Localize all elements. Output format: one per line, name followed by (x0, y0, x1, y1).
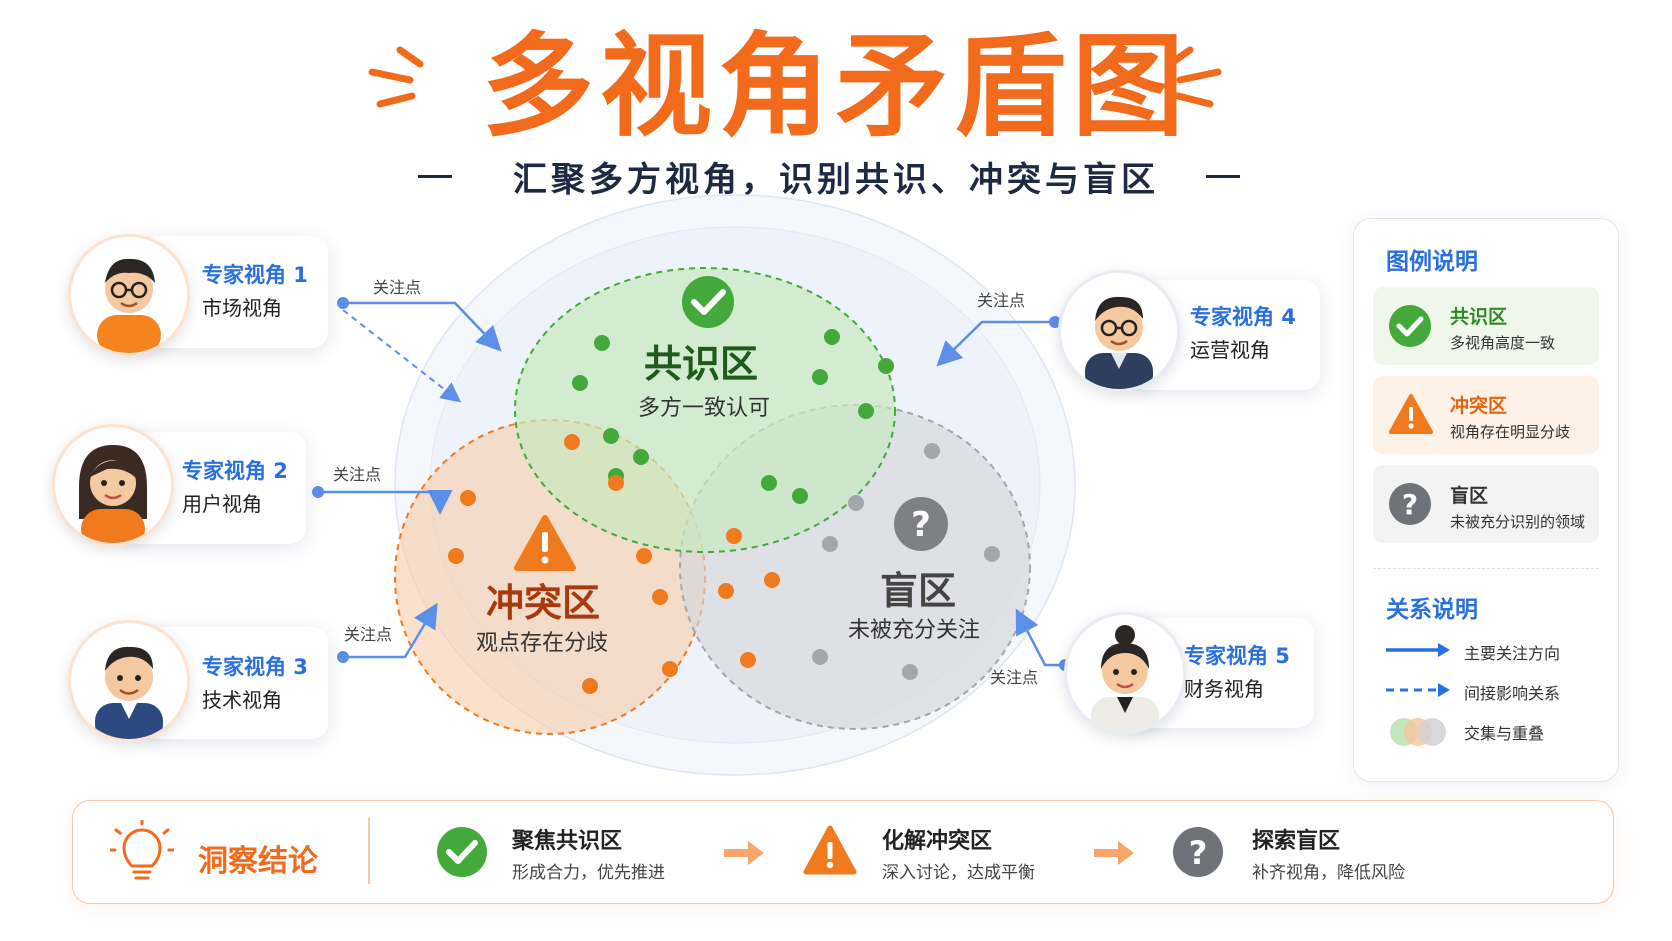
relation-label-main: 主要关注方向 (1464, 644, 1561, 663)
dashed-arrow-icon (1386, 683, 1450, 697)
subtitle-dash-right (1206, 175, 1240, 178)
insight-title: 洞察结论 (198, 844, 318, 879)
svg-text:?: ? (1402, 488, 1418, 521)
legend-name-blind: 盲区 (1450, 485, 1489, 507)
arrow-expert-4 (936, 320, 1055, 367)
arrow-right-icon (724, 841, 764, 865)
expert-avatar-2 (52, 424, 174, 546)
legend-name-conflict: 冲突区 (1450, 395, 1508, 417)
expert-title-1: 专家视角 1 (202, 263, 308, 287)
solid-arrow-icon (1386, 643, 1450, 657)
arrow-expert-2 (318, 490, 453, 515)
insight-step-title-1: 聚焦共识区 (512, 829, 623, 854)
relation-label-overlap: 交集与重叠 (1464, 724, 1545, 743)
person-icon (1091, 625, 1159, 731)
insight-step-title-2: 化解冲突区 (882, 829, 993, 854)
consensus-desc: 多方一致认可 (638, 396, 771, 421)
person-icon (1085, 296, 1153, 389)
expert-avatar-3 (68, 620, 190, 742)
conflict-desc: 观点存在分歧 (476, 631, 609, 656)
expert-subtitle-2: 用户视角 (182, 492, 262, 516)
insight-step-desc-2: 深入讨论，达成平衡 (882, 863, 1035, 883)
svg-text:?: ? (911, 505, 931, 545)
legend-title: 图例说明 (1386, 249, 1478, 275)
subtitle-dash-left (418, 175, 452, 178)
insight-step-desc-1: 形成合力，优先推进 (512, 863, 665, 883)
conflict-warning-icon (514, 515, 576, 571)
expert-title-4: 专家视角 4 (1190, 305, 1296, 329)
indirect-arrow (342, 309, 462, 403)
person-icon (95, 646, 163, 739)
overlap-icon (1390, 718, 1446, 746)
arrow-expert-5 (1015, 608, 1065, 667)
insight-divider (368, 818, 370, 884)
expert-subtitle-3: 技术视角 (202, 688, 282, 712)
expert-subtitle-5: 财务视角 (1184, 677, 1264, 701)
consensus-title: 共识区 (644, 342, 759, 386)
lightbulb-icon (110, 820, 174, 880)
warning-icon (1389, 394, 1433, 434)
arrow-expert-3 (343, 602, 438, 659)
conflict-title: 冲突区 (486, 581, 601, 625)
question-icon: ? (1173, 827, 1223, 877)
legend-name-consensus: 共识区 (1450, 306, 1508, 328)
blind-title: 盲区 (880, 569, 957, 613)
arrow-expert-1 (343, 301, 502, 352)
page-title: 多视角矛盾图 (482, 22, 1190, 152)
expert-avatar-4 (1058, 270, 1180, 392)
burst-right-icon (1166, 46, 1222, 108)
page-subtitle: 汇聚多方视角，识别共识、冲突与盲区 (513, 160, 1159, 200)
expert-avatar-1 (68, 234, 190, 356)
expert-title-5: 专家视角 5 (1184, 644, 1290, 668)
expert-subtitle-4: 运营视角 (1190, 338, 1270, 362)
blind-dots (812, 443, 1000, 680)
svg-text:?: ? (1189, 834, 1208, 872)
legend-divider (1373, 568, 1599, 569)
relations-title: 关系说明 (1386, 597, 1478, 623)
focus-label-3: 关注点 (344, 625, 393, 644)
expert-title-3: 专家视角 3 (202, 655, 308, 679)
relation-label-indirect: 间接影响关系 (1464, 684, 1561, 703)
question-icon: ? (1389, 483, 1431, 525)
blind-question-icon: ? (894, 497, 948, 551)
focus-label-2: 关注点 (333, 465, 382, 484)
insight-step-title-3: 探索盲区 (1252, 829, 1341, 854)
consensus-check-icon (682, 276, 734, 328)
arrow-right-icon (1094, 841, 1134, 865)
check-icon (1389, 305, 1431, 347)
legend-desc-conflict: 视角存在明显分歧 (1450, 423, 1571, 441)
burst-left-icon (368, 46, 424, 108)
person-icon (79, 445, 147, 543)
warning-icon (803, 825, 857, 875)
person-icon (97, 258, 161, 353)
expert-avatar-5 (1064, 612, 1186, 734)
blind-desc: 未被充分关注 (848, 618, 981, 643)
legend-desc-blind: 未被充分识别的领域 (1450, 513, 1586, 531)
expert-title-2: 专家视角 2 (182, 459, 288, 483)
check-icon (437, 827, 487, 877)
conflict-dots (448, 434, 780, 694)
focus-label-1: 关注点 (373, 278, 422, 297)
focus-arrows (318, 301, 1065, 667)
insight-step-desc-3: 补齐视角，降低风险 (1252, 863, 1405, 883)
focus-label-4: 关注点 (977, 291, 1026, 310)
legend-desc-consensus: 多视角高度一致 (1450, 334, 1556, 352)
focus-label-5: 关注点 (990, 668, 1039, 687)
expert-subtitle-1: 市场视角 (202, 296, 282, 320)
